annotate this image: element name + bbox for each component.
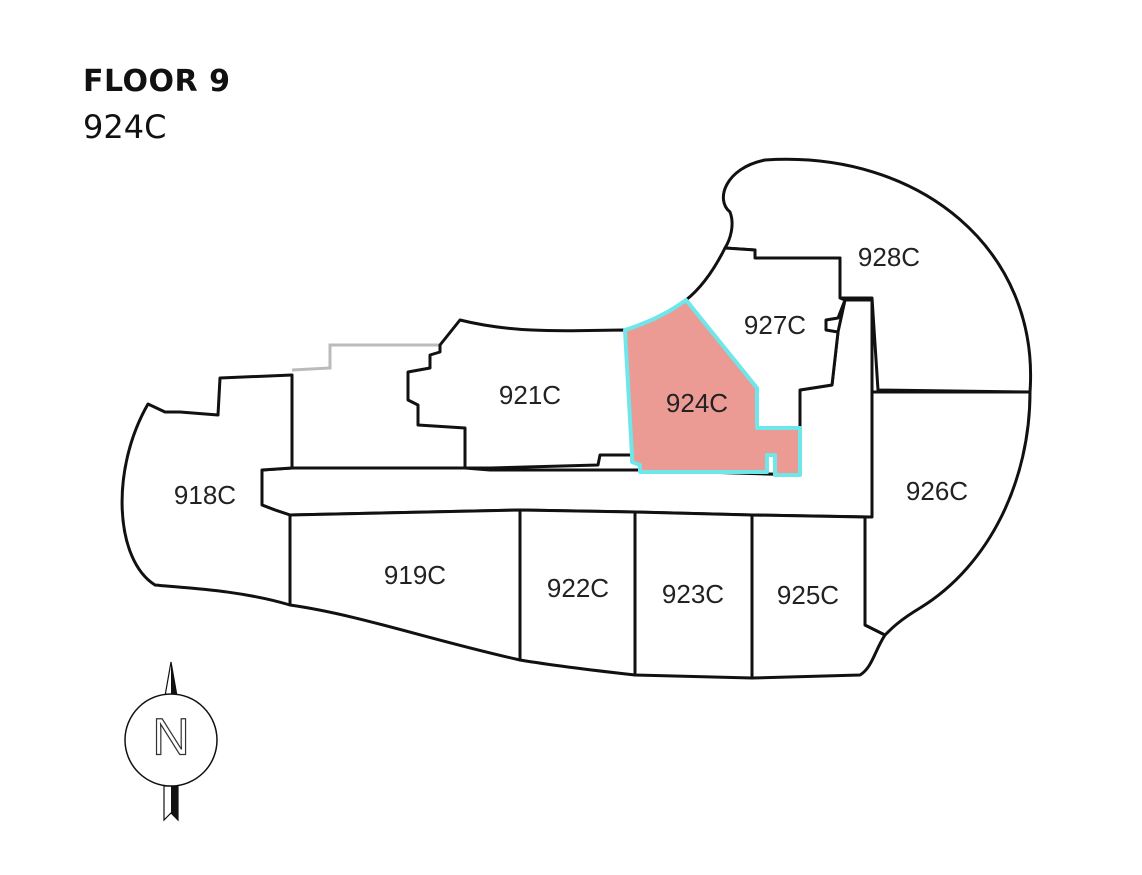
north-arrow-icon: N <box>124 661 218 822</box>
unit-923C[interactable] <box>633 510 754 680</box>
unit-926C[interactable] <box>863 390 1032 637</box>
compass-label: N <box>152 709 190 767</box>
floor-title: FLOOR 9 <box>83 64 231 99</box>
unit-921C[interactable] <box>406 318 634 470</box>
unit-919C[interactable] <box>288 508 522 662</box>
unit-922C[interactable] <box>518 508 637 677</box>
unit-927C[interactable] <box>684 246 847 430</box>
selected-unit-title: 924C <box>83 108 167 146</box>
unit-918C[interactable] <box>120 373 294 607</box>
unit-928C[interactable] <box>721 157 1033 394</box>
unit-924C[interactable] <box>623 298 802 477</box>
annex-outline <box>291 343 440 372</box>
